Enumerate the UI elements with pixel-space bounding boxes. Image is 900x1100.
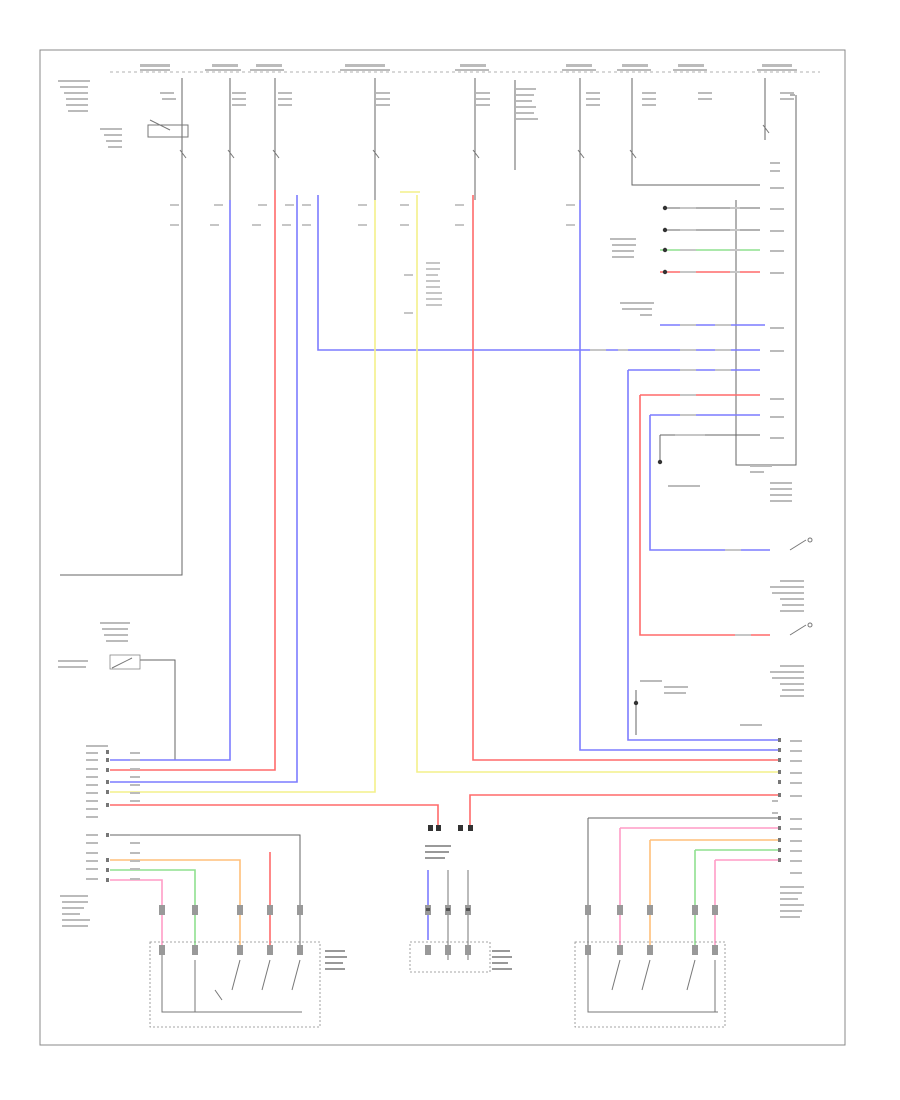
left-lock-switch bbox=[58, 622, 141, 670]
right-connector-stubs bbox=[635, 207, 760, 735]
left-connector-pins bbox=[60, 745, 140, 927]
center-junction-pins bbox=[425, 845, 512, 970]
right-door-switch-labels bbox=[640, 485, 804, 697]
right-window-switch bbox=[574, 941, 726, 1028]
wire-tags bbox=[170, 204, 751, 636]
right-door-switches bbox=[789, 537, 813, 636]
fuse-labels bbox=[58, 64, 797, 148]
right-switch-pins bbox=[585, 905, 718, 955]
center-junction bbox=[409, 941, 491, 973]
red-wires bbox=[110, 190, 780, 950]
left-window-switch bbox=[149, 941, 321, 1028]
right-terminal-marks bbox=[106, 738, 781, 882]
green-wires bbox=[110, 249, 780, 950]
left-switch-pins bbox=[159, 905, 347, 970]
left-switch-contacts bbox=[161, 950, 302, 1013]
fuse-symbols bbox=[147, 119, 770, 159]
right-switch-contacts bbox=[587, 950, 718, 1013]
connector-dots bbox=[428, 205, 668, 831]
right-module-pins bbox=[610, 162, 792, 502]
right-bottom-pins bbox=[740, 724, 804, 918]
diagram-border bbox=[39, 49, 846, 1046]
orange-wires bbox=[110, 839, 780, 950]
blue-wires bbox=[110, 195, 780, 940]
yellow-wires bbox=[110, 191, 780, 793]
center-plugs bbox=[426, 908, 470, 911]
